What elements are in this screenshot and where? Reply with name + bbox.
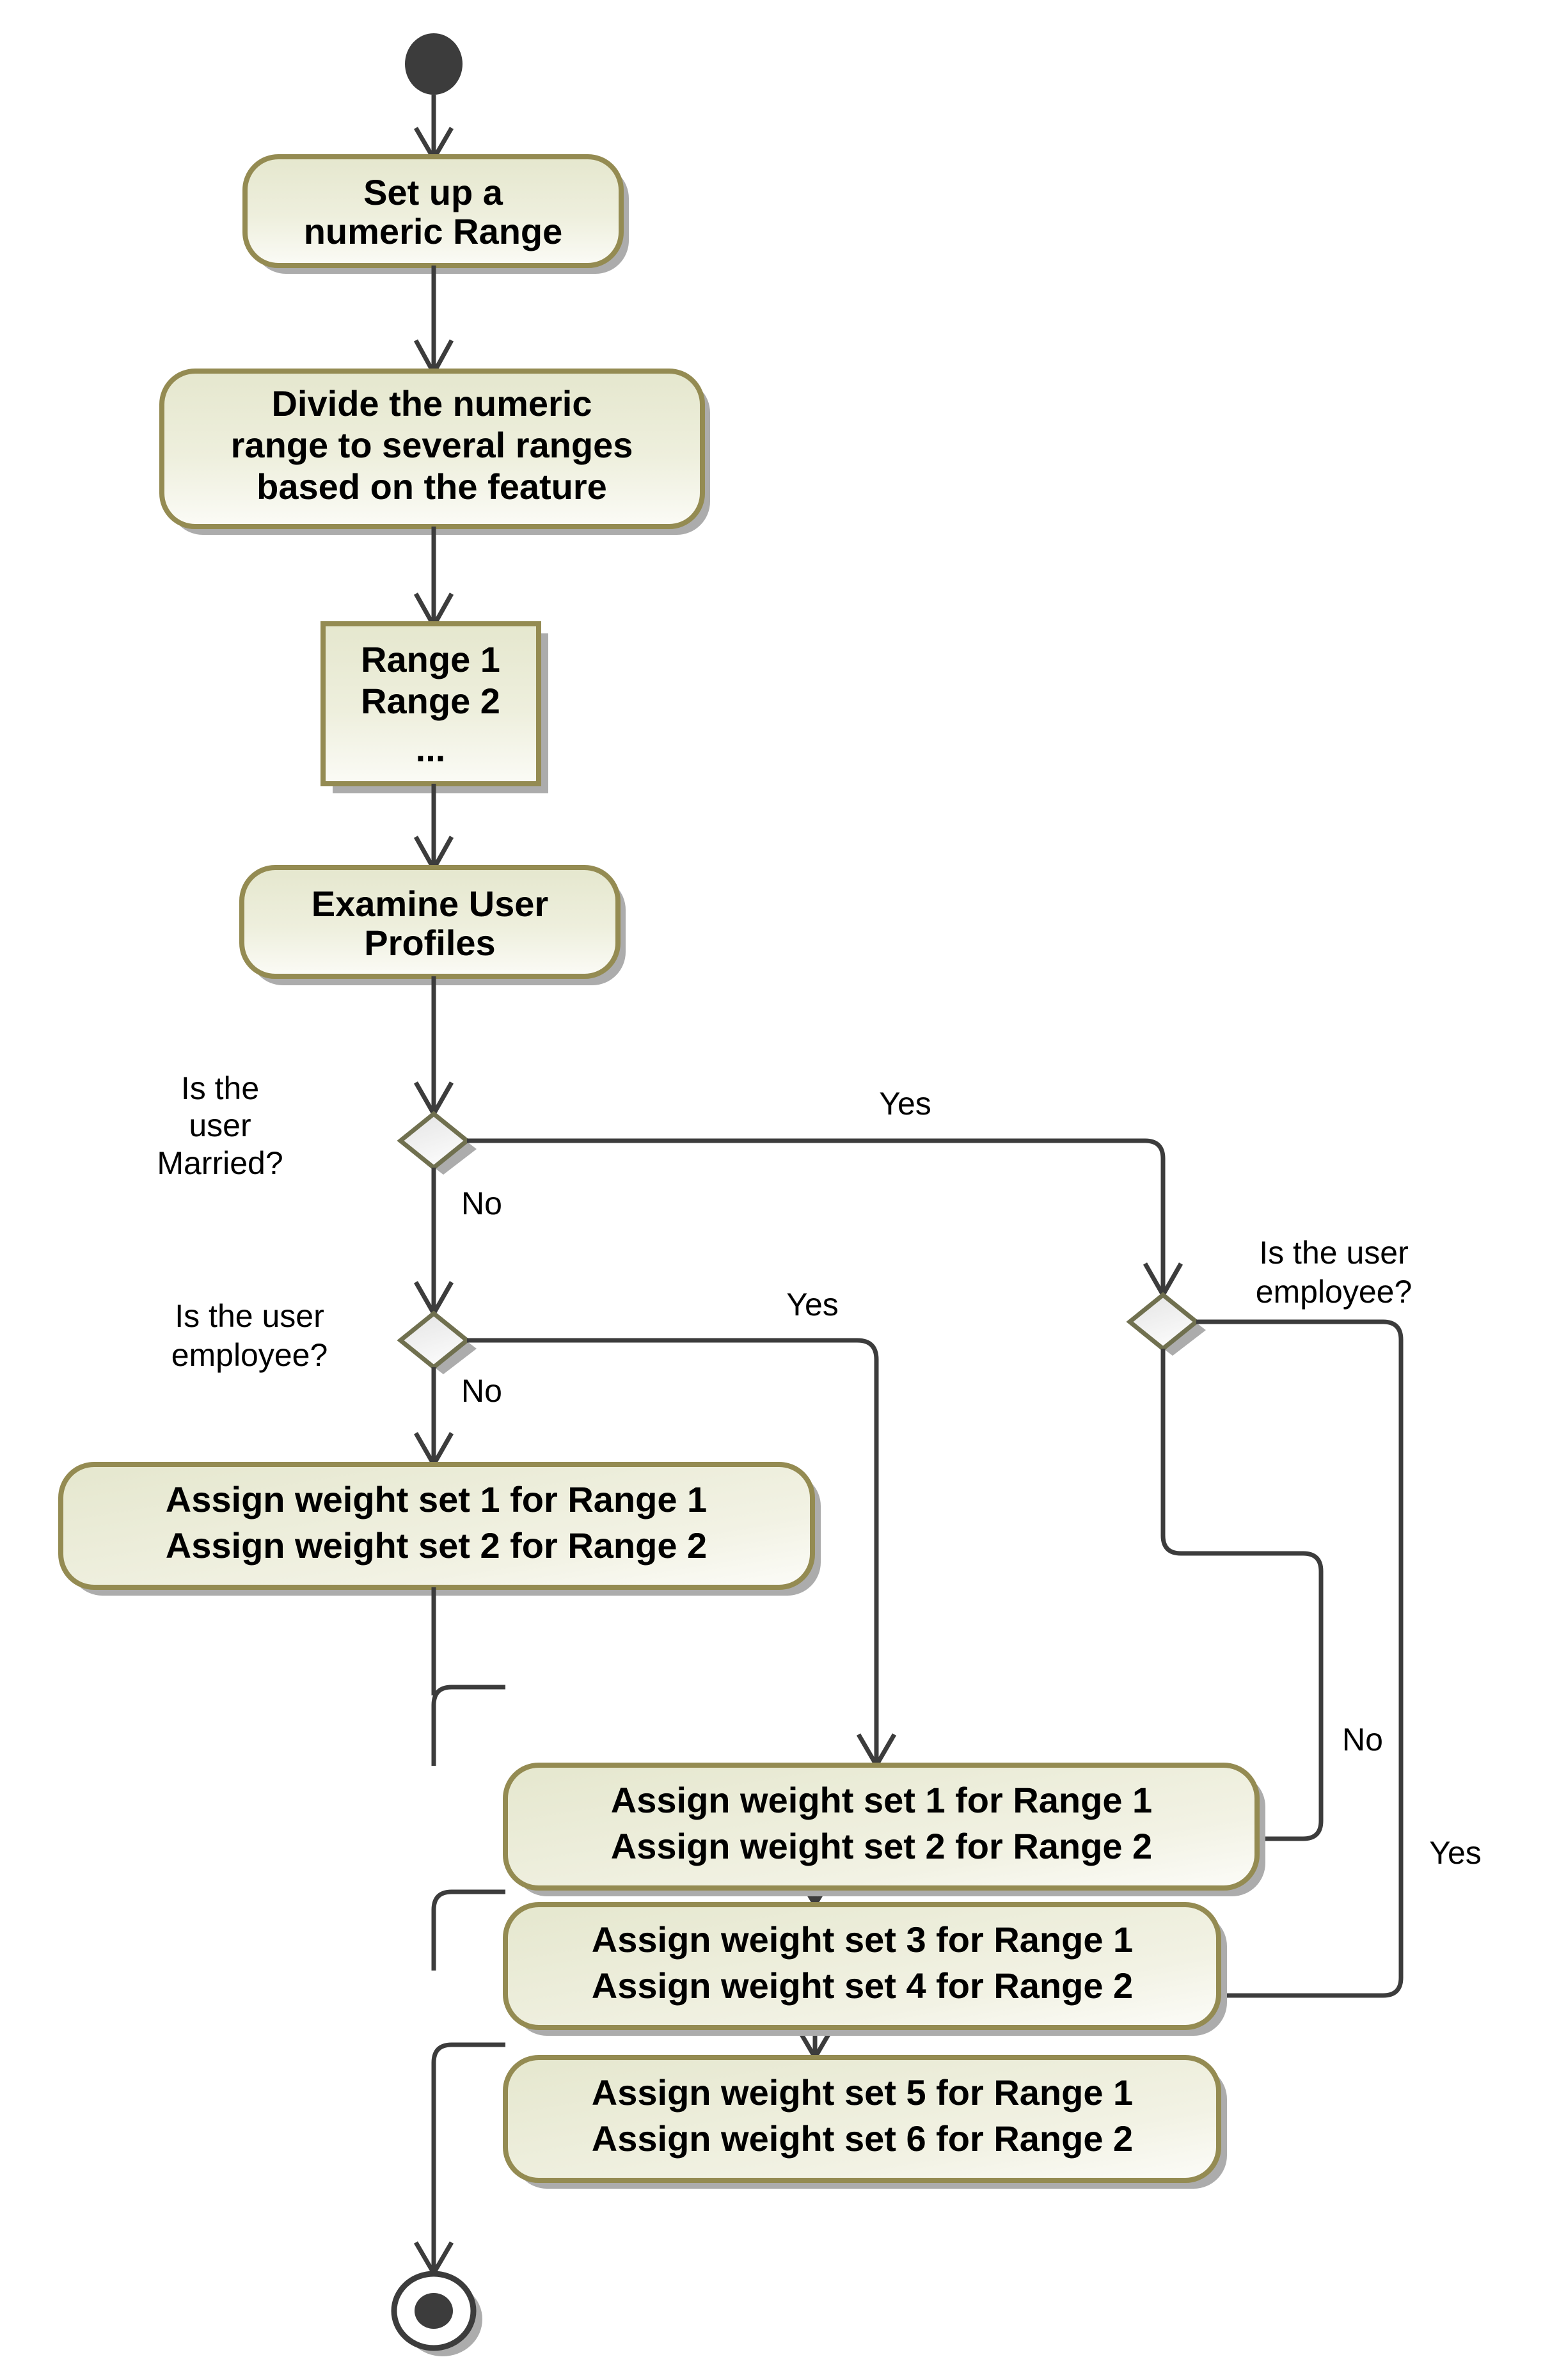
activity-examine-profiles: Examine User Profiles (239, 865, 626, 985)
activity-assign-56: Assign weight set 5 for Range 1 Assign w… (503, 2055, 1227, 2189)
flow-spine-to-final (413, 2118, 454, 2278)
decision-employee-left (397, 1310, 477, 1374)
flow-employee-left-no (413, 1367, 454, 1470)
flow-assign-12-right-merge (431, 1685, 505, 1766)
branch-label-employee-left-no: No (461, 1373, 502, 1409)
object-node-ranges-line-3: ... (416, 729, 446, 769)
activity-assign-12-left: Assign weight set 1 for Range 1 Assign w… (58, 1462, 821, 1596)
activity-setup-range-line-1: Set up a (363, 172, 503, 212)
flow-assign-56-merge (431, 2042, 505, 2118)
decision-employee-right-question-line-1: Is the user (1259, 1235, 1408, 1271)
flow-setup-to-divide (413, 266, 454, 378)
decision-employee-left-question-line-1: Is the user (175, 1298, 324, 1334)
branch-label-married-no: No (461, 1186, 502, 1221)
activity-assign-12-right-line-2: Assign weight set 2 for Range 2 (611, 1826, 1152, 1866)
activity-divide-range: Divide the numeric range to several rang… (159, 369, 710, 535)
activity-examine-profiles-line-1: Examine User (312, 884, 548, 924)
object-node-ranges-line-1: Range 1 (361, 639, 500, 679)
flow-start-to-setup (413, 95, 454, 163)
flow-divide-to-range-object (413, 527, 454, 631)
flow-range-object-to-examine (413, 784, 454, 874)
final-node (391, 2271, 482, 2356)
activity-assign-34: Assign weight set 3 for Range 1 Assign w… (503, 1902, 1227, 2036)
branch-label-married-yes: Yes (879, 1086, 931, 1122)
decision-married-question-line-2: user (189, 1107, 251, 1143)
branch-label-employee-right-no: No (1342, 1722, 1383, 1757)
decision-married (397, 1111, 477, 1175)
activity-examine-profiles-line-2: Profiles (364, 923, 495, 963)
flow-married-no (413, 1168, 454, 1319)
branch-label-employee-left-yes: Yes (786, 1287, 839, 1322)
activity-divide-range-line-3: based on the feature (257, 466, 607, 507)
initial-node (405, 33, 463, 95)
flow-assign-34-merge (431, 1889, 505, 1971)
activity-assign-12-left-line-1: Assign weight set 1 for Range 1 (166, 1479, 707, 1519)
activity-divide-range-line-2: range to several ranges (231, 425, 633, 465)
object-node-ranges: Range 1 Range 2 ... (320, 621, 548, 793)
decision-married-question-line-3: Married? (157, 1145, 283, 1181)
activity-assign-34-line-2: Assign weight set 4 for Range 2 (592, 1965, 1133, 2006)
activity-assign-34-line-1: Assign weight set 3 for Range 1 (592, 1919, 1133, 1960)
decision-employee-right-question-line-2: employee? (1256, 1274, 1412, 1310)
activity-setup-range: Set up a numeric Range (242, 154, 629, 274)
activity-assign-12-left-line-2: Assign weight set 2 for Range 2 (166, 1525, 707, 1566)
object-node-ranges-line-2: Range 2 (361, 681, 500, 721)
branch-label-employee-right-yes: Yes (1429, 1835, 1482, 1871)
activity-divide-range-line-1: Divide the numeric (271, 383, 592, 424)
flow-married-yes (467, 1138, 1183, 1300)
activity-assign-12-right-line-1: Assign weight set 1 for Range 1 (611, 1780, 1152, 1820)
activity-assign-12-right: Assign weight set 1 for Range 1 Assign w… (503, 1763, 1265, 1896)
decision-employee-right (1126, 1292, 1206, 1356)
activity-setup-range-line-2: numeric Range (304, 211, 563, 251)
flow-examine-to-decision-married (413, 976, 454, 1119)
decision-married-question-line-1: Is the (181, 1070, 259, 1106)
activity-assign-56-line-1: Assign weight set 5 for Range 1 (592, 2072, 1133, 2113)
activity-assign-56-line-2: Assign weight set 6 for Range 2 (592, 2118, 1133, 2159)
decision-employee-left-question-line-2: employee? (171, 1337, 328, 1373)
